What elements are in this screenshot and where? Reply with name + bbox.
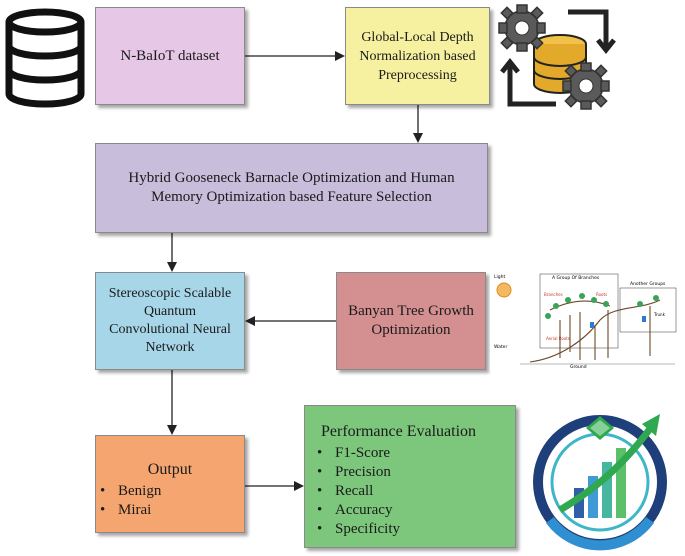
- output-item-mirai: Mirai: [96, 501, 244, 520]
- metric-f1-score: F1-Score: [313, 444, 515, 463]
- performance-title: Performance Evaluation: [321, 423, 477, 440]
- output-item-benign: Benign: [96, 482, 244, 501]
- classifier-line-3: Convolutional Neural: [109, 322, 231, 337]
- database-icon: [5, 8, 85, 108]
- normalization-box: Global-Local Depth Normalization based P…: [345, 7, 490, 105]
- optimizer-line-1: Banyan Tree Growth: [348, 303, 474, 319]
- analytics-growth-icon: [533, 414, 667, 551]
- banyan-label-branches: Branches: [544, 292, 563, 297]
- banyan-label-light: Light: [494, 274, 505, 280]
- normalization-line-2: Normalization based: [359, 48, 476, 64]
- feature-selection-box: Hybrid Gooseneck Barnacle Optimization a…: [95, 143, 488, 233]
- banyan-label-ground: Ground: [570, 364, 587, 370]
- optimizer-box: Banyan Tree Growth Optimization: [336, 272, 486, 370]
- banyan-label-roots: Roots: [596, 292, 607, 297]
- classifier-line-1: Stereoscopic Scalable: [108, 286, 232, 301]
- classifier-line-2: Quantum: [143, 304, 197, 319]
- classifier-box: Stereoscopic Scalable Quantum Convolutio…: [95, 272, 245, 370]
- dataset-box: N-BaIoT dataset: [95, 7, 245, 105]
- banyan-label-group-branches: A Group Of Branches: [552, 275, 600, 281]
- banyan-label-aerial-roots: Aerial Roots: [546, 336, 570, 341]
- metric-accuracy: Accuracy: [313, 501, 515, 520]
- metric-recall: Recall: [313, 482, 515, 501]
- banyan-label-water: Water: [494, 344, 507, 350]
- gears-database-icon: [498, 4, 616, 110]
- normalization-line-3: Preprocessing: [378, 67, 457, 83]
- feature-selection-line-1: Hybrid Gooseneck Barnacle Optimization a…: [128, 170, 455, 186]
- banyan-label-another-groups: Another Groups: [630, 281, 666, 287]
- feature-selection-line-2: Memory Optimization based Feature Select…: [151, 189, 432, 205]
- banyan-label-trunk: Trunk: [653, 312, 666, 317]
- output-title: Output: [147, 461, 193, 478]
- optimizer-line-2: Optimization: [371, 322, 451, 338]
- classifier-line-4: Network: [145, 340, 195, 355]
- performance-box: Performance Evaluation F1-Score Precisio…: [304, 405, 516, 548]
- output-box: Output Benign Mirai: [95, 435, 245, 533]
- dataset-label: N-BaIoT dataset: [120, 47, 220, 64]
- metric-precision: Precision: [313, 463, 515, 482]
- normalization-line-1: Global-Local Depth: [361, 29, 474, 45]
- banyan-tree-diagram: Light A Group Of Branches Another Groups…: [490, 270, 680, 372]
- metric-specificity: Specificity: [313, 520, 515, 539]
